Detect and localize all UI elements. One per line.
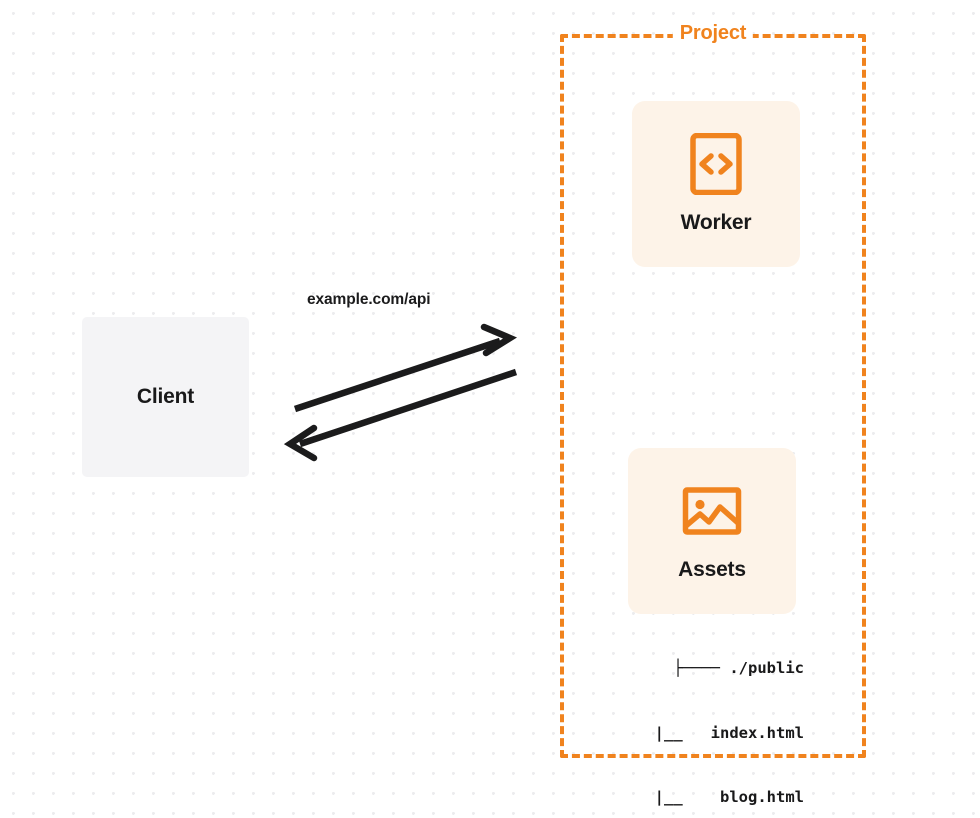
- worker-card-label: Worker: [680, 211, 752, 234]
- client-node-label: Client: [136, 385, 195, 408]
- image-icon: [682, 487, 742, 535]
- project-title: Project: [672, 22, 754, 46]
- file-tree-row: ├──── ./public: [673, 659, 804, 677]
- client-node[interactable]: Client: [82, 317, 249, 477]
- connection-label: example.com/api: [307, 291, 431, 308]
- file-tree-row: |__ blog.html: [626, 788, 804, 806]
- code-brackets-icon: [690, 133, 742, 195]
- assets-card[interactable]: Assets: [628, 448, 796, 614]
- project-container: Project: [560, 22, 866, 758]
- assets-card-label: Assets: [678, 558, 746, 581]
- worker-card[interactable]: Worker: [632, 101, 800, 267]
- file-tree-row: |__ index.html: [626, 723, 804, 742]
- assets-file-tree: ├──── ./public |__ index.html |__ blog.h…: [600, 615, 804, 818]
